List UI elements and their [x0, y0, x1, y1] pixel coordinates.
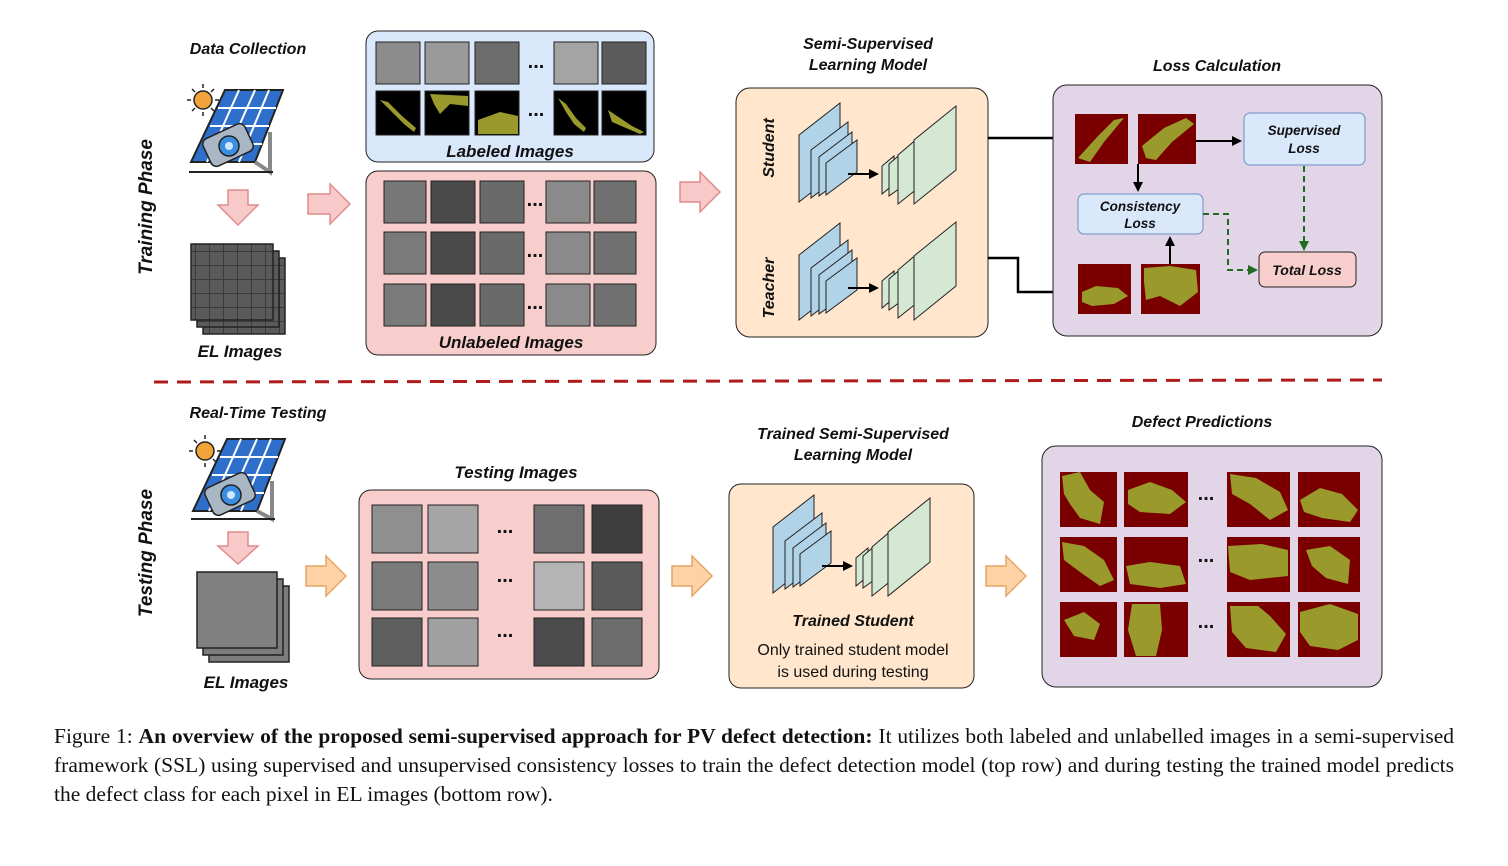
figure-caption: Figure 1: An overview of the proposed se…	[54, 722, 1454, 809]
down-arrow-testing	[216, 531, 260, 566]
el-images-label-training: EL Images	[198, 342, 283, 361]
trained-model-title-line1: Trained Semi-Supervised	[757, 426, 950, 443]
teacher-label: Teacher	[761, 257, 778, 319]
prediction-ellipsis-2: ...	[1198, 545, 1215, 567]
model-title-line2: Learning Model	[809, 57, 928, 74]
prediction-ellipsis-3: ...	[1198, 611, 1215, 633]
loss-calculation-title: Loss Calculation	[1153, 58, 1281, 75]
testing-images-label: Testing Images	[454, 463, 577, 482]
caption-bold: An overview of the proposed semi-supervi…	[138, 724, 873, 748]
right-arrow-testing-3	[985, 554, 1028, 598]
solar-panel-camera-icon	[187, 84, 285, 176]
student-predictions	[1075, 114, 1196, 164]
unlabeled-ellipsis-1: ...	[527, 189, 544, 211]
data-collection-title: Data Collection	[190, 41, 307, 58]
consistency-to-total-arrow	[1203, 213, 1258, 275]
defect-prediction-masks	[1060, 472, 1360, 657]
testing-note-line1: Only trained student model	[757, 642, 948, 659]
unlabeled-ellipsis-2: ...	[527, 240, 544, 262]
caption-rest: It utilizes both labeled and unlabelled …	[54, 724, 1454, 806]
trained-model-title-line2: Learning Model	[794, 447, 913, 464]
supervised-loss-line2: Loss	[1288, 141, 1320, 156]
trained-student-label: Trained Student	[792, 613, 914, 630]
model-title-line1: Semi-Supervised	[803, 36, 934, 53]
consistency-loss-line2: Loss	[1124, 216, 1156, 231]
testing-ellipsis-2: ...	[497, 565, 514, 587]
solar-panel-camera-icon-testing	[189, 435, 287, 523]
labeled-image-thumbnails	[375, 41, 647, 136]
caption-prefix: Figure 1:	[54, 724, 139, 748]
testing-phase-label: Testing Phase	[136, 489, 157, 618]
teacher-predictions	[1078, 264, 1200, 314]
labeled-images-label: Labeled Images	[446, 142, 574, 161]
testing-image-thumbnails	[371, 504, 643, 667]
supervised-loss-box	[1243, 112, 1366, 166]
trained-student-network-icon	[772, 493, 931, 598]
defect-predictions-title: Defect Predictions	[1132, 414, 1273, 431]
unlabeled-image-thumbnails	[383, 180, 637, 327]
right-arrow-training-1	[307, 182, 352, 226]
right-arrow-testing-1	[305, 554, 348, 598]
unlabeled-images-label: Unlabeled Images	[439, 333, 584, 352]
student-network-icon	[798, 101, 957, 206]
real-time-testing-title: Real-Time Testing	[190, 405, 327, 422]
phase-separator	[153, 378, 1383, 384]
labeled-ellipsis-1: ...	[528, 51, 545, 73]
testing-ellipsis-3: ...	[497, 620, 514, 642]
prediction-ellipsis-1: ...	[1198, 483, 1215, 505]
testing-ellipsis-1: ...	[497, 516, 514, 538]
testing-note-line2: is used during testing	[777, 664, 928, 681]
supervised-loss-line1: Supervised	[1268, 123, 1342, 138]
labeled-ellipsis-2: ...	[528, 99, 545, 121]
teacher-output-arrow	[988, 256, 1078, 297]
el-images-stack-training	[190, 243, 286, 335]
teacher-network-icon	[798, 220, 957, 322]
total-loss-label: Total Loss	[1272, 262, 1342, 278]
consistency-loss-line1: Consistency	[1100, 199, 1182, 214]
right-arrow-training-2	[679, 170, 722, 214]
el-images-label-testing: EL Images	[204, 673, 289, 692]
down-arrow-training	[216, 189, 260, 227]
el-images-stack-testing	[196, 571, 290, 663]
unlabeled-ellipsis-3: ...	[527, 292, 544, 314]
total-loss-box	[1258, 251, 1357, 288]
right-arrow-testing-2	[671, 554, 714, 598]
training-phase-label: Training Phase	[136, 139, 157, 275]
student-label: Student	[761, 118, 778, 178]
